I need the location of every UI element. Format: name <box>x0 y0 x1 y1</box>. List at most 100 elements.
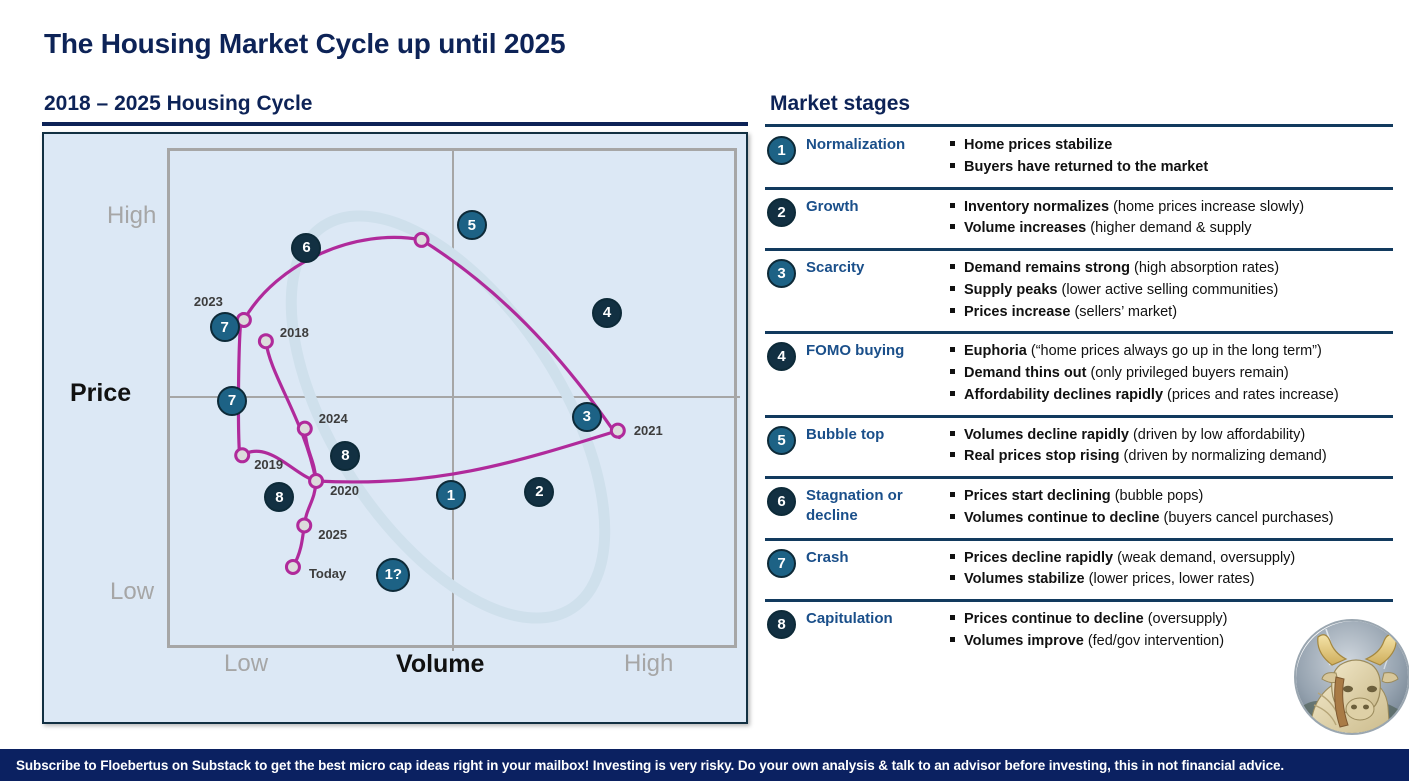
stage-bullet: Demand thins out (only privileged buyers… <box>950 363 1393 385</box>
bullet-text: Home prices stabilize <box>964 137 1113 153</box>
bullet-square-icon <box>950 162 955 168</box>
chart-title-divider <box>42 122 748 126</box>
bullet-square-icon <box>950 615 955 620</box>
market-stages-divider <box>765 124 1393 127</box>
x-axis-title: Volume <box>396 650 485 678</box>
stage-name: Normalization <box>806 136 906 153</box>
bullet-text: Prices continue to decline (oversupply) <box>964 611 1228 627</box>
bullet-text: Volumes continue to decline (buyers canc… <box>964 509 1334 526</box>
stage-bullet: Home prices stabilize <box>950 135 1393 157</box>
stage-number-badge: 7 <box>767 548 796 578</box>
chart-stage-badge-6: 6 <box>291 232 322 263</box>
bullet-text: Demand thins out (only privileged buyers… <box>964 365 1289 381</box>
bull-logo-art <box>1296 621 1408 733</box>
stage-bullet-list: Volumes decline rapidly (driven by low a… <box>950 425 1393 469</box>
stage-bullet: Supply peaks (lower active selling commu… <box>950 280 1393 302</box>
chart-stage-badge-1q: 1? <box>376 557 411 592</box>
bullet-text: Prices increase (sellers’ market) <box>964 303 1178 320</box>
stage-bullet-list: Inventory normalizes (home prices increa… <box>950 197 1393 241</box>
bullet-text: Volume increases (higher demand & supply <box>964 220 1252 237</box>
bullet-text: Buyers have returned to the market <box>964 158 1209 175</box>
chart-stage-badge-8: 8 <box>264 482 295 513</box>
stage-bullet: Volume increases (higher demand & supply <box>950 218 1393 240</box>
bullet-square-icon <box>950 202 955 208</box>
stage-row[interactable]: 4 FOMO buying Euphoria (“home prices alway… <box>765 334 1393 418</box>
bullet-square-icon <box>950 513 955 519</box>
bullet-square-icon <box>950 141 955 146</box>
stage-bullet: Inventory normalizes (home prices increa… <box>950 197 1393 219</box>
stage-name: FOMO buying <box>806 342 905 360</box>
bullet-text: Demand remains strong (high absorption r… <box>964 260 1280 276</box>
stage-number-badge: 6 <box>767 487 796 516</box>
chart-stage-badge-7: 7 <box>217 385 248 416</box>
year-label-2020: 2020 <box>330 482 359 498</box>
x-axis-high-label: High <box>624 650 674 677</box>
stage-bullet: Euphoria (“home prices always go up in t… <box>950 341 1393 363</box>
year-label-2023: 2023 <box>193 293 223 309</box>
chart-stage-badge-4: 4 <box>592 297 623 328</box>
bullet-square-icon <box>950 285 955 291</box>
stage-bullet: Demand remains strong (high absorption r… <box>950 258 1393 280</box>
stage-bullet: Volumes improve (fed/gov intervention) <box>950 631 1393 653</box>
y-axis-title: Price <box>70 379 132 407</box>
stage-bullet: Prices continue to decline (oversupply) <box>950 609 1393 631</box>
stage-name: Capitulation <box>806 610 893 627</box>
bullet-text: Volumes decline rapidly (driven by low a… <box>964 426 1306 443</box>
bullet-square-icon <box>950 390 955 396</box>
chart-section-title: 2018 – 2025 Housing Cycle <box>44 92 313 115</box>
stage-name: Growth <box>806 197 859 215</box>
chart-stage-badge-7: 7 <box>209 312 240 343</box>
bull-logo <box>1294 619 1409 735</box>
bullet-square-icon <box>950 264 955 269</box>
x-axis-low-label: Low <box>224 650 269 677</box>
bullet-text: Volumes stabilize (lower prices, lower r… <box>964 571 1255 588</box>
chart-stage-badge-1: 1 <box>435 480 466 511</box>
chart-stage-badge-5: 5 <box>456 210 487 241</box>
bullet-square-icon <box>950 452 955 458</box>
bullet-square-icon <box>950 430 955 436</box>
bullet-text: Inventory normalizes (home prices increa… <box>964 198 1305 215</box>
bullet-square-icon <box>950 575 955 581</box>
stage-bullet: Volumes decline rapidly (driven by low a… <box>950 425 1393 447</box>
bullet-square-icon <box>950 492 955 497</box>
stage-bullet: Volumes continue to decline (buyers canc… <box>950 508 1393 530</box>
stage-bullet: Prices start declining (bubble pops) <box>950 486 1393 508</box>
bullet-text: Supply peaks (lower active selling commu… <box>964 281 1279 298</box>
bullet-text: Prices decline rapidly (weak demand, ove… <box>964 549 1296 566</box>
y-axis-high-label: High <box>107 202 157 229</box>
stage-bullet-list: Prices start declining (bubble pops) Volu… <box>950 486 1393 530</box>
stage-number-badge: 4 <box>767 342 796 372</box>
y-axis-low-label: Low <box>110 578 155 605</box>
bullet-text: Affordability declines rapidly (prices a… <box>964 386 1339 403</box>
year-label-2018: 2018 <box>279 325 309 341</box>
bullet-square-icon <box>950 347 955 353</box>
plot-area <box>167 148 740 651</box>
bullet-text: Prices start declining (bubble pops) <box>964 488 1204 504</box>
horizontal-gridline <box>170 396 740 398</box>
bullet-square-icon <box>950 307 955 313</box>
bullet-text: Real prices stop rising (driven by norma… <box>964 448 1327 465</box>
market-stages-title: Market stages <box>770 92 911 115</box>
vertical-gridline <box>452 151 454 651</box>
bullet-square-icon <box>950 636 955 642</box>
bullet-square-icon <box>950 224 955 230</box>
chart-stage-badge-2: 2 <box>524 476 555 507</box>
stage-bullet-list: Demand remains strong (high absorption r… <box>950 258 1393 323</box>
stage-name: Bubble top <box>806 425 885 443</box>
page-title: The Housing Market Cycle up until 2025 <box>44 28 566 59</box>
year-label-2025: 2025 <box>318 527 348 543</box>
stage-bullet: Prices decline rapidly (weak demand, ove… <box>950 548 1393 570</box>
bullet-text: Volumes improve (fed/gov intervention) <box>964 632 1225 649</box>
stage-bullet: Buyers have returned to the market <box>950 157 1393 179</box>
stage-bullet: Volumes stabilize (lower prices, lower r… <box>950 569 1393 591</box>
